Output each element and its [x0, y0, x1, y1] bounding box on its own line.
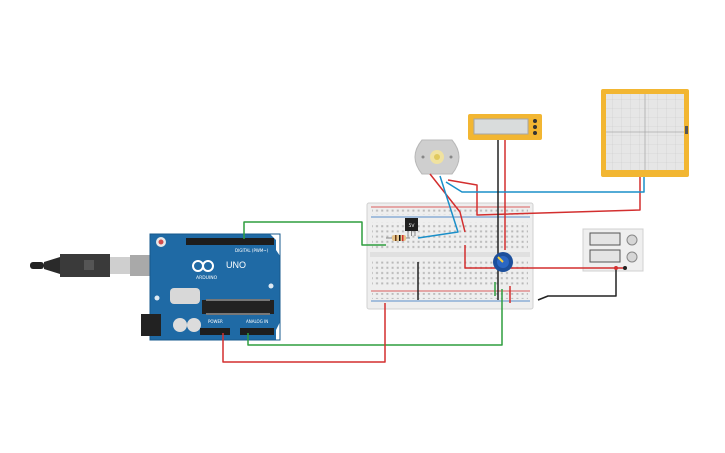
wire-red[interactable] — [464, 245, 625, 269]
terminal-dot[interactable] — [623, 266, 627, 270]
board-model-label: UNO — [226, 260, 246, 270]
transistor-label: 5V — [409, 223, 416, 229]
digital-header[interactable] — [186, 238, 274, 245]
capacitor-icon — [187, 318, 201, 332]
power-rail-top[interactable] — [372, 209, 528, 215]
wire-green[interactable] — [243, 221, 386, 246]
voltage-knob-icon[interactable] — [626, 234, 638, 246]
wires — [222, 140, 645, 363]
dc-motor[interactable] — [414, 139, 460, 175]
crystal-oscillator — [170, 288, 200, 304]
wire-black[interactable] — [537, 268, 617, 301]
probe-terminal-icon — [533, 131, 537, 135]
scope-knob-icon — [685, 126, 688, 134]
center-channel — [370, 252, 530, 257]
transistor[interactable]: 5V — [405, 218, 418, 236]
terminal-dot[interactable] — [614, 266, 618, 270]
wire-red[interactable] — [447, 177, 641, 216]
board-brand-label: ARDUINO — [196, 275, 218, 281]
probe-terminal-icon — [533, 119, 537, 123]
analog-header[interactable] — [240, 328, 274, 335]
wire-green[interactable] — [247, 289, 503, 346]
wire-red[interactable] — [222, 303, 386, 363]
atmega-chip — [202, 300, 274, 314]
arduino-logo-icon — [192, 260, 214, 272]
potentiometer[interactable] — [493, 252, 513, 272]
arduino-uno-board[interactable]: DIGITAL (PWM~) POWER ANALOG IN UNO ARDUI… — [141, 233, 281, 341]
resistor[interactable] — [386, 235, 410, 241]
usb-icon — [84, 260, 94, 270]
potentiometer-knob-icon[interactable] — [497, 256, 504, 263]
power-jack[interactable] — [141, 314, 161, 336]
usb-cable[interactable] — [30, 254, 166, 277]
multimeter-display — [473, 118, 529, 135]
capacitor-icon — [173, 318, 187, 332]
wire-blue[interactable] — [417, 175, 459, 239]
current-knob-icon[interactable] — [626, 251, 638, 263]
multimeter[interactable] — [468, 114, 542, 140]
wire-red[interactable] — [429, 173, 466, 233]
power-header-label: POWER — [208, 319, 223, 324]
power-supply[interactable] — [582, 228, 644, 272]
analog-header-label: ANALOG IN — [246, 319, 268, 324]
voltage-display — [589, 232, 621, 246]
current-display — [589, 249, 621, 263]
digital-header-label: DIGITAL (PWM~) — [235, 248, 269, 253]
power-rail-bottom[interactable] — [372, 293, 528, 299]
wire-blue[interactable] — [445, 177, 645, 193]
power-header[interactable] — [200, 328, 230, 335]
probe-terminal-icon — [533, 125, 537, 129]
oscilloscope[interactable] — [601, 89, 689, 177]
